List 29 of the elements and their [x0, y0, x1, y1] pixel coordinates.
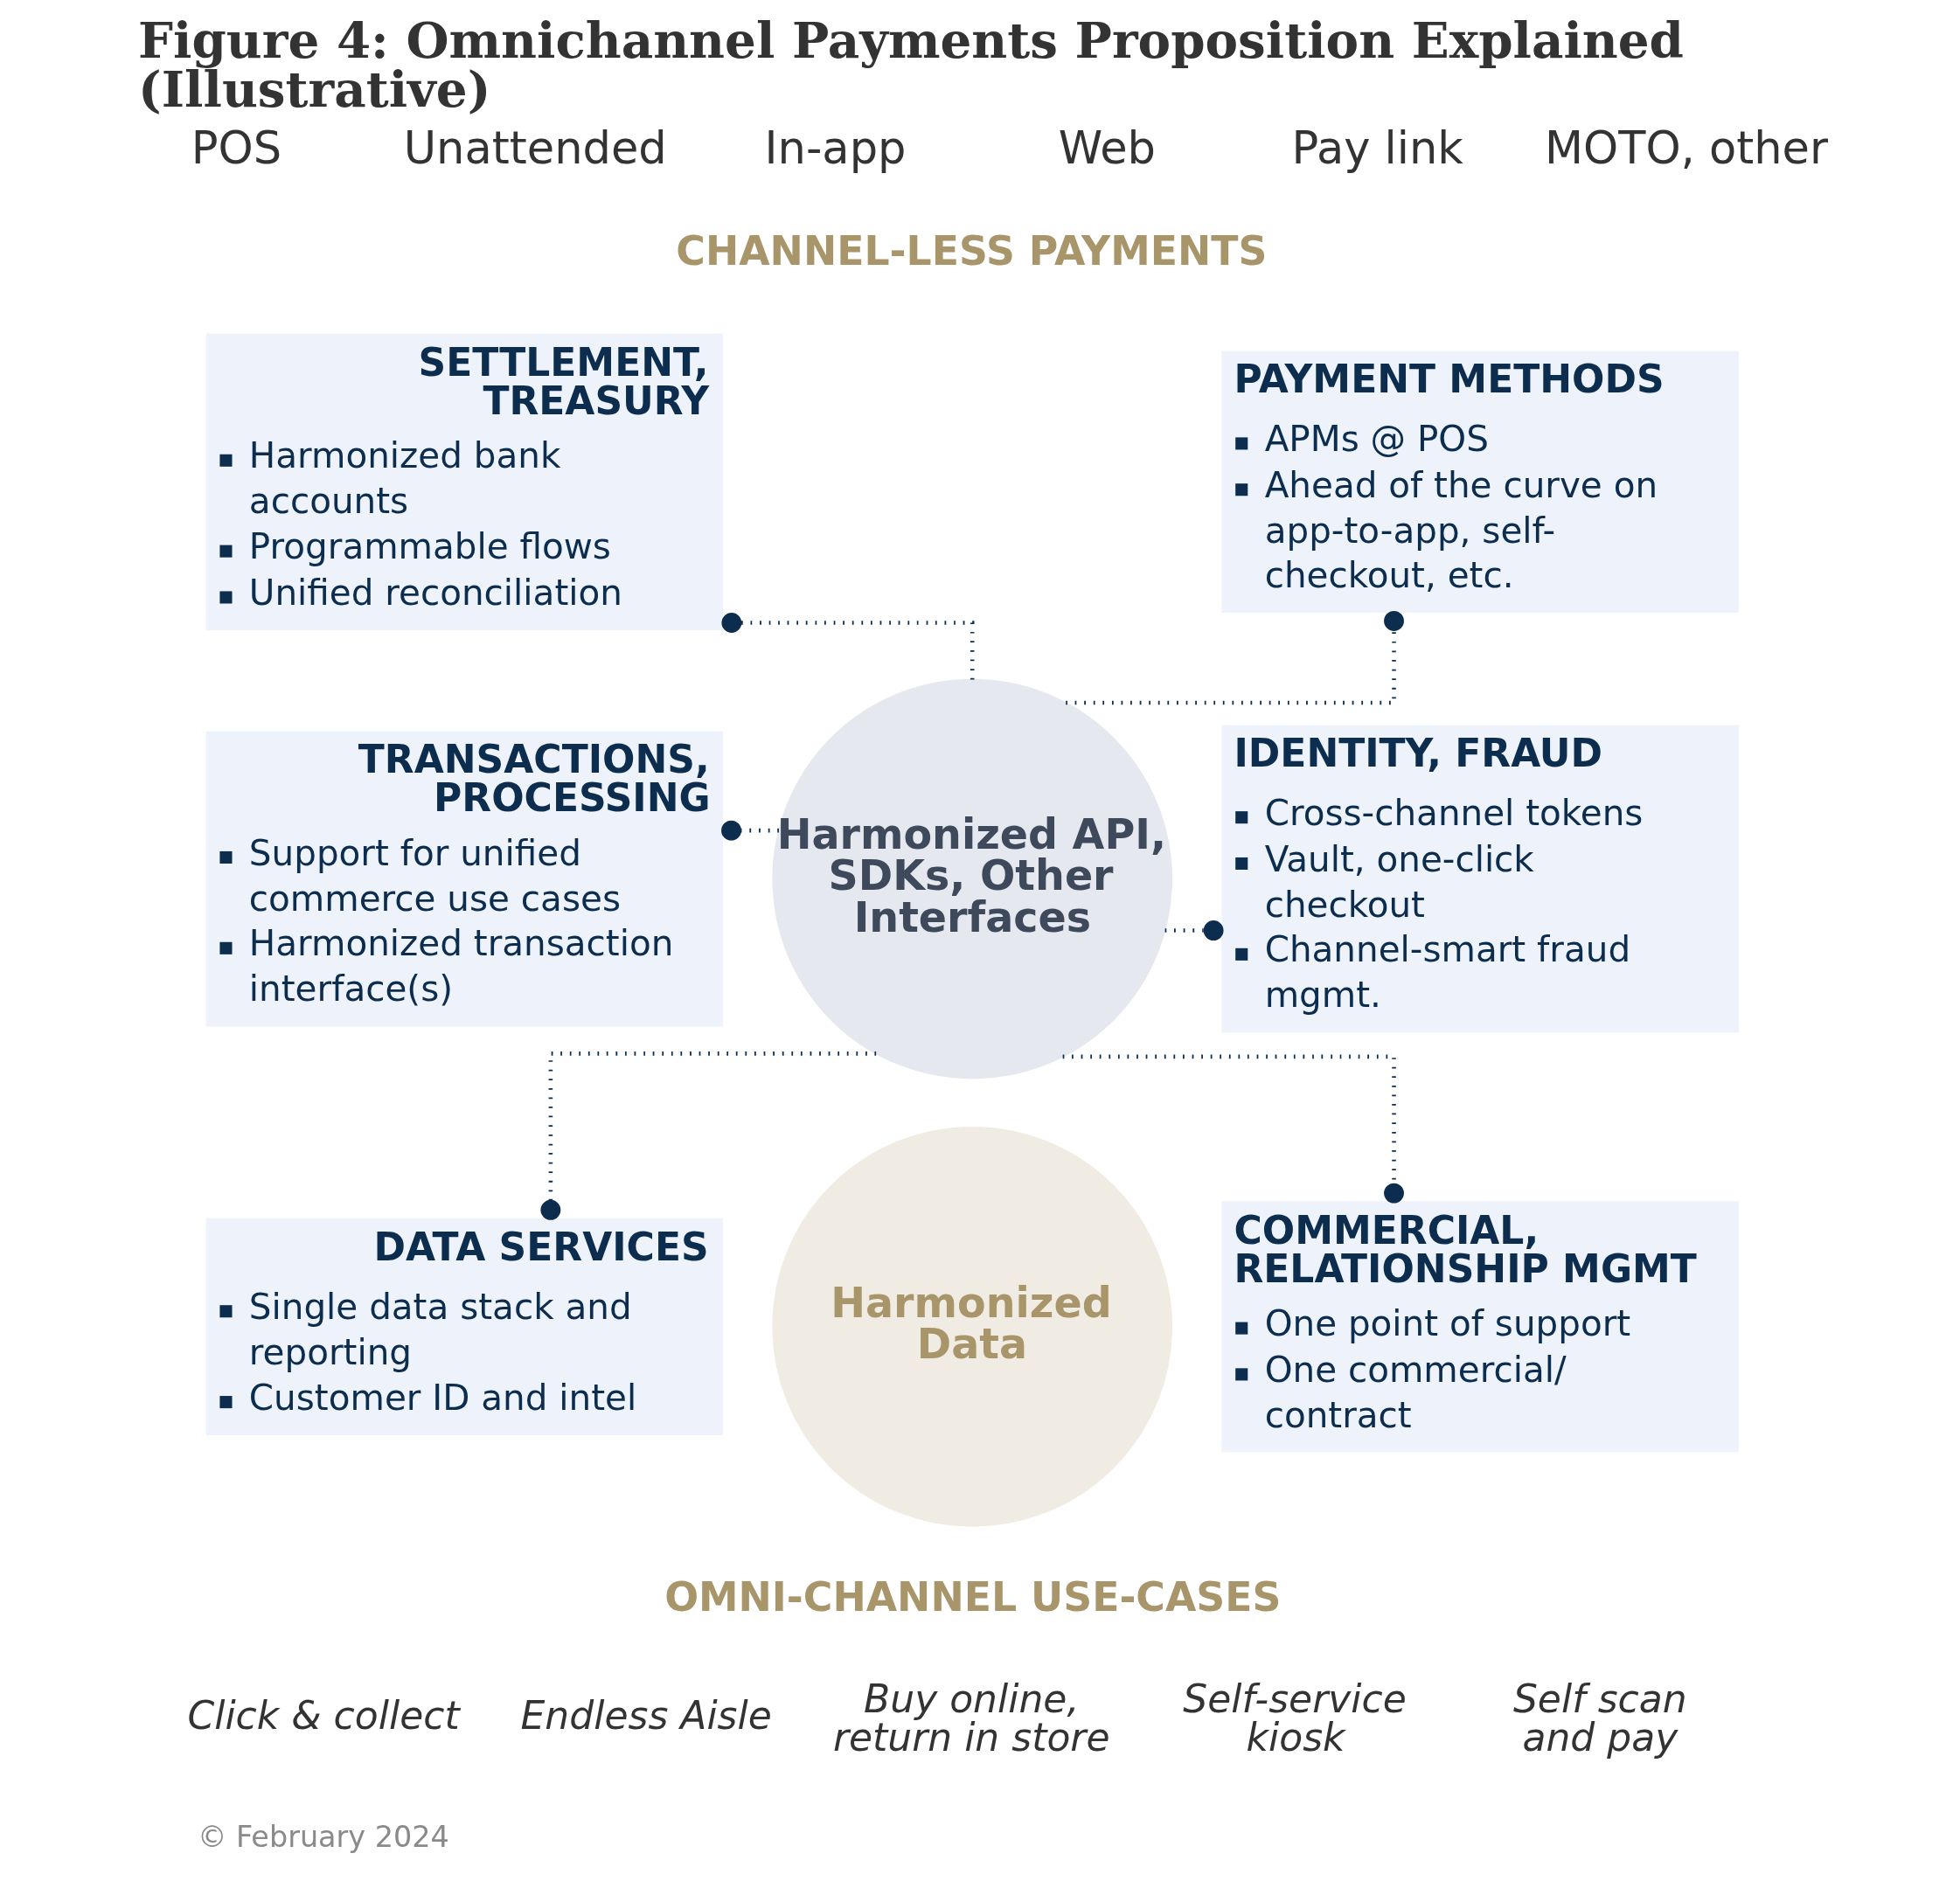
diagram-title: Figure 4: Omnichannel Payments Proposition Explained (Illustrative)	[138, 10, 1685, 119]
connector	[721, 613, 975, 680]
connector	[540, 1052, 877, 1220]
label: © February 2024	[197, 1820, 449, 1855]
label: CHANNEL-LESS PAYMENTS	[676, 227, 1268, 274]
label: OMNI-CHANNEL USE-CASES	[664, 1574, 1282, 1621]
label: Click & collect	[187, 1693, 460, 1739]
node-circle: Harmonized API, SDKs, Other Interfaces	[772, 678, 1173, 1079]
label: In-app	[764, 121, 907, 174]
node-box: PAYMENT METHODS APMs @ POS Ahead of the curve on app-to-app, self-checkout, etc.	[1221, 351, 1739, 614]
node-box: COMMERCIAL, RELATIONSHIP MGMT One point of support One commercial/ contract	[1221, 1201, 1739, 1453]
label: Buy online, return in store	[832, 1676, 1110, 1760]
node-box: TRANSACTIONS, PROCESSING Support for unified commerce use cases Harmonized transaction interface(s)	[205, 731, 724, 1027]
label: POS	[191, 121, 282, 174]
node-box: SETTLEMENT, TREASURY Harmonized bank accounts Programmable flows Unified reconciliation	[205, 333, 724, 631]
connector	[721, 820, 779, 841]
label: Endless Aisle	[520, 1693, 772, 1739]
node-box: IDENTITY, FRAUD Cross-channel tokens Vault, one-click checkout Channel-smart fraud mgmt.	[1221, 725, 1739, 1033]
connector	[1062, 1054, 1404, 1204]
node-circle: Harmonized Data	[772, 1127, 1173, 1527]
connector	[1066, 611, 1404, 705]
connector	[1164, 920, 1224, 940]
label: Pay link	[1291, 121, 1463, 174]
label: Web	[1058, 121, 1157, 174]
label: Self scan and pay	[1512, 1676, 1687, 1760]
label: Self-service kiosk	[1183, 1676, 1407, 1760]
node-box: DATA SERVICES Single data stack and reporting Customer ID and intel	[205, 1218, 724, 1435]
label: Unattended	[403, 121, 667, 174]
label: MOTO, other	[1545, 121, 1828, 174]
